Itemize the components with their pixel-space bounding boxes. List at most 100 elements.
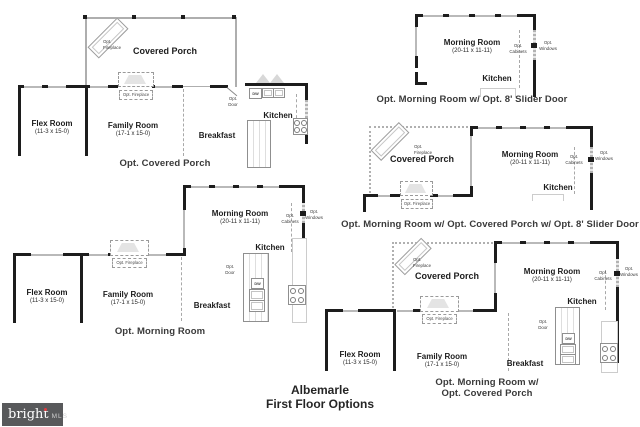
covered-porch-label: Covered Porch [132, 46, 198, 56]
plan-caption: Opt. Morning Room [114, 326, 206, 337]
wall [494, 241, 497, 263]
window [526, 127, 544, 129]
plan-caption-line1: Opt. Morning Room w/ [435, 377, 539, 388]
wall [183, 248, 186, 256]
opt-windows-label: Opt. Windows [620, 266, 638, 277]
bay-window-icon [256, 74, 270, 83]
window [502, 242, 520, 244]
flex-room-label: Flex Room (11-3 x 15-0) [31, 119, 73, 135]
window [438, 195, 453, 197]
opt-cabinets-label: Opt. Cabinets [594, 270, 612, 281]
window [550, 242, 568, 244]
opt-cabinets-label: Opt. Cabinets [565, 154, 583, 165]
wall [302, 185, 305, 203]
opt-fireplace-label: Opt. Fireplace [414, 144, 433, 155]
wall-post [614, 271, 620, 276]
opt-fireplace-box-label: Opt. Fireplace [401, 199, 433, 209]
dishwasher: DW [249, 88, 262, 99]
window [494, 263, 496, 293]
wall [413, 309, 420, 312]
wall [363, 194, 366, 212]
window [502, 127, 520, 129]
kitchen-counter [532, 194, 564, 201]
window [574, 242, 590, 244]
wall [325, 309, 343, 312]
window [397, 310, 413, 312]
wall [470, 126, 473, 136]
sink [249, 300, 265, 312]
wall [533, 14, 536, 30]
wall [166, 253, 186, 256]
morning-room-label: Morning Room (20-11 x 11-11) [211, 209, 269, 225]
wall [233, 185, 239, 188]
stove [293, 118, 308, 135]
window [24, 86, 42, 88]
wall [85, 85, 88, 156]
wall [209, 185, 215, 188]
window [478, 127, 496, 129]
family-room-label: Family Room (17-1 x 15-0) [107, 121, 159, 137]
window [48, 86, 66, 88]
wall [520, 126, 526, 129]
window [183, 210, 185, 248]
opening-line [183, 86, 210, 87]
wall [430, 194, 438, 197]
plan-caption: Opt. Morning Room w/ Opt. Covered Porch … [341, 219, 639, 230]
opt-door-label: Opt. Door [225, 264, 235, 275]
wall [494, 241, 502, 244]
porch-outline [369, 126, 472, 197]
plan-caption-line2: Opt. Covered Porch [441, 388, 533, 399]
opt-windows-label: Opt. Windows [539, 40, 557, 51]
kitchen-label: Kitchen [482, 74, 512, 83]
morning-room-label: Morning Room (20-11 x 11-11) [501, 150, 559, 166]
bright-mls-logo: bright MLS [2, 403, 67, 426]
wall [415, 14, 418, 27]
wall [302, 223, 305, 238]
wall [363, 194, 378, 197]
wall [390, 194, 400, 197]
wall [80, 253, 83, 323]
morning-room-label: Morning Room (20-11 x 11-11) [443, 38, 501, 54]
porch-wall [85, 17, 87, 87]
kitchen-island [247, 120, 271, 168]
wall [183, 185, 186, 210]
opt-fireplace-box-label: Opt. Fireplace [119, 90, 153, 100]
wall [566, 126, 593, 129]
kitchen-label: Kitchen [263, 111, 293, 120]
wall [616, 241, 619, 259]
wall [590, 173, 593, 210]
opt-fireplace-box-label: Opt. Fireplace [112, 258, 147, 268]
opt-door-label: Opt. Door [538, 319, 548, 330]
breakfast-label: Breakfast [506, 359, 544, 368]
red-spark-icon [44, 408, 47, 411]
wall [568, 241, 574, 244]
porch-post [132, 15, 136, 19]
opt-door-label: Opt. Door [228, 96, 238, 107]
plan-opt-morning-room: Morning Room (20-11 x 11-11) Opt. Cabine… [10, 183, 324, 337]
wall [470, 186, 473, 197]
window [343, 310, 358, 312]
covered-porch-label: Covered Porch [414, 271, 480, 281]
window [457, 310, 473, 312]
wall [63, 253, 89, 256]
kitchen-label: Kitchen [567, 297, 597, 306]
wall [325, 309, 328, 371]
wall [469, 14, 475, 17]
wall [495, 14, 501, 17]
window [31, 254, 63, 256]
bright-wordmark: bright [8, 407, 49, 422]
family-room-label: Family Room (17-1 x 15-0) [416, 352, 468, 368]
cabinet-dashed [574, 147, 575, 194]
wall [544, 241, 550, 244]
fireplace-hearth [124, 75, 146, 84]
dishwasher: DW [562, 333, 575, 344]
wall [18, 85, 24, 88]
wall [257, 185, 263, 188]
wall [494, 293, 497, 312]
opt-fireplace-box-label: Opt. Fireplace [422, 314, 457, 324]
wall [496, 126, 502, 129]
opt-fireplace-label: Opt. Fireplace [413, 257, 432, 268]
bay-window-icon [270, 74, 284, 83]
wall [42, 85, 48, 88]
